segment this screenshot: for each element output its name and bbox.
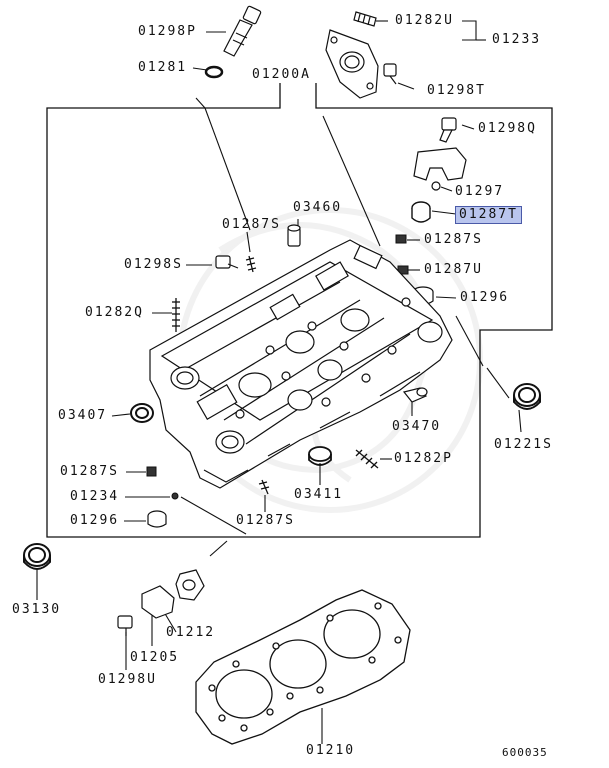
label-01287U: 01287U xyxy=(424,262,483,277)
pin-01234 xyxy=(171,492,179,500)
label-01221S: 01221S xyxy=(494,437,553,452)
ring-03411 xyxy=(308,446,332,466)
label-01287T-highlighted[interactable]: 01287T xyxy=(455,206,522,224)
label-01212: 01212 xyxy=(166,625,216,640)
label-03411: 03411 xyxy=(294,487,344,502)
label-01282P: 01282P xyxy=(394,451,453,466)
label-01298P: 01298P xyxy=(138,24,197,39)
label-01205: 01205 xyxy=(130,650,180,665)
plug-01287S-right xyxy=(395,234,407,244)
leader-lines xyxy=(36,20,522,744)
label-03407: 03407 xyxy=(58,408,108,423)
stud-01282Q xyxy=(172,298,180,332)
stud-01282U xyxy=(353,11,377,27)
stud-01282P xyxy=(355,449,379,469)
label-01298Q: 01298Q xyxy=(478,121,537,136)
label-01281: 01281 xyxy=(138,60,188,75)
label-01287S-upper: 01287S xyxy=(222,217,281,232)
seal-01287T xyxy=(411,201,431,223)
label-01298S: 01298S xyxy=(124,257,183,272)
plug-01287S-upper xyxy=(245,255,257,273)
label-01296-right: 01296 xyxy=(460,290,510,305)
label-01282U: 01282U xyxy=(395,13,454,28)
label-01233: 01233 xyxy=(492,32,542,47)
label-01200A: 01200A xyxy=(252,67,311,82)
label-01282Q: 01282Q xyxy=(85,305,144,320)
cap-01297 xyxy=(413,147,467,191)
seal-03407 xyxy=(130,403,154,423)
pipe-03470 xyxy=(402,387,428,403)
housing-01233 xyxy=(325,29,379,99)
seal-01221S xyxy=(513,383,541,410)
bolt-01298T xyxy=(383,63,397,85)
gasket-01212 xyxy=(175,569,205,601)
cover-01205 xyxy=(141,585,175,619)
label-01298U: 01298U xyxy=(98,672,157,687)
label-01298T: 01298T xyxy=(427,83,486,98)
bolt-01298S xyxy=(215,255,239,269)
label-01296-left: 01296 xyxy=(70,513,120,528)
assembly-frame xyxy=(46,83,553,538)
label-01287S-left: 01287S xyxy=(60,464,119,479)
bolt-01298U xyxy=(117,615,133,636)
bolt-01298P xyxy=(223,5,262,57)
diagram-code: 600035 xyxy=(502,746,548,759)
label-01210: 01210 xyxy=(306,743,356,758)
label-03460: 03460 xyxy=(293,200,343,215)
label-03470: 03470 xyxy=(392,419,442,434)
label-01287S-right: 01287S xyxy=(424,232,483,247)
washer-01281 xyxy=(204,65,224,79)
cylinder-head-01200A xyxy=(149,239,453,489)
pipe-03460 xyxy=(287,224,301,247)
label-01234: 01234 xyxy=(70,489,120,504)
plug-01287S-bottom xyxy=(258,479,270,495)
label-01297: 01297 xyxy=(455,184,505,199)
head-gasket-01210 xyxy=(195,589,411,745)
cap-01296-left xyxy=(147,510,167,528)
plug-01287S-left xyxy=(146,466,157,477)
seal-03130 xyxy=(23,543,51,570)
label-03130: 03130 xyxy=(12,602,62,617)
label-01287S-bottom: 01287S xyxy=(236,513,295,528)
bolt-01298Q xyxy=(439,117,457,143)
